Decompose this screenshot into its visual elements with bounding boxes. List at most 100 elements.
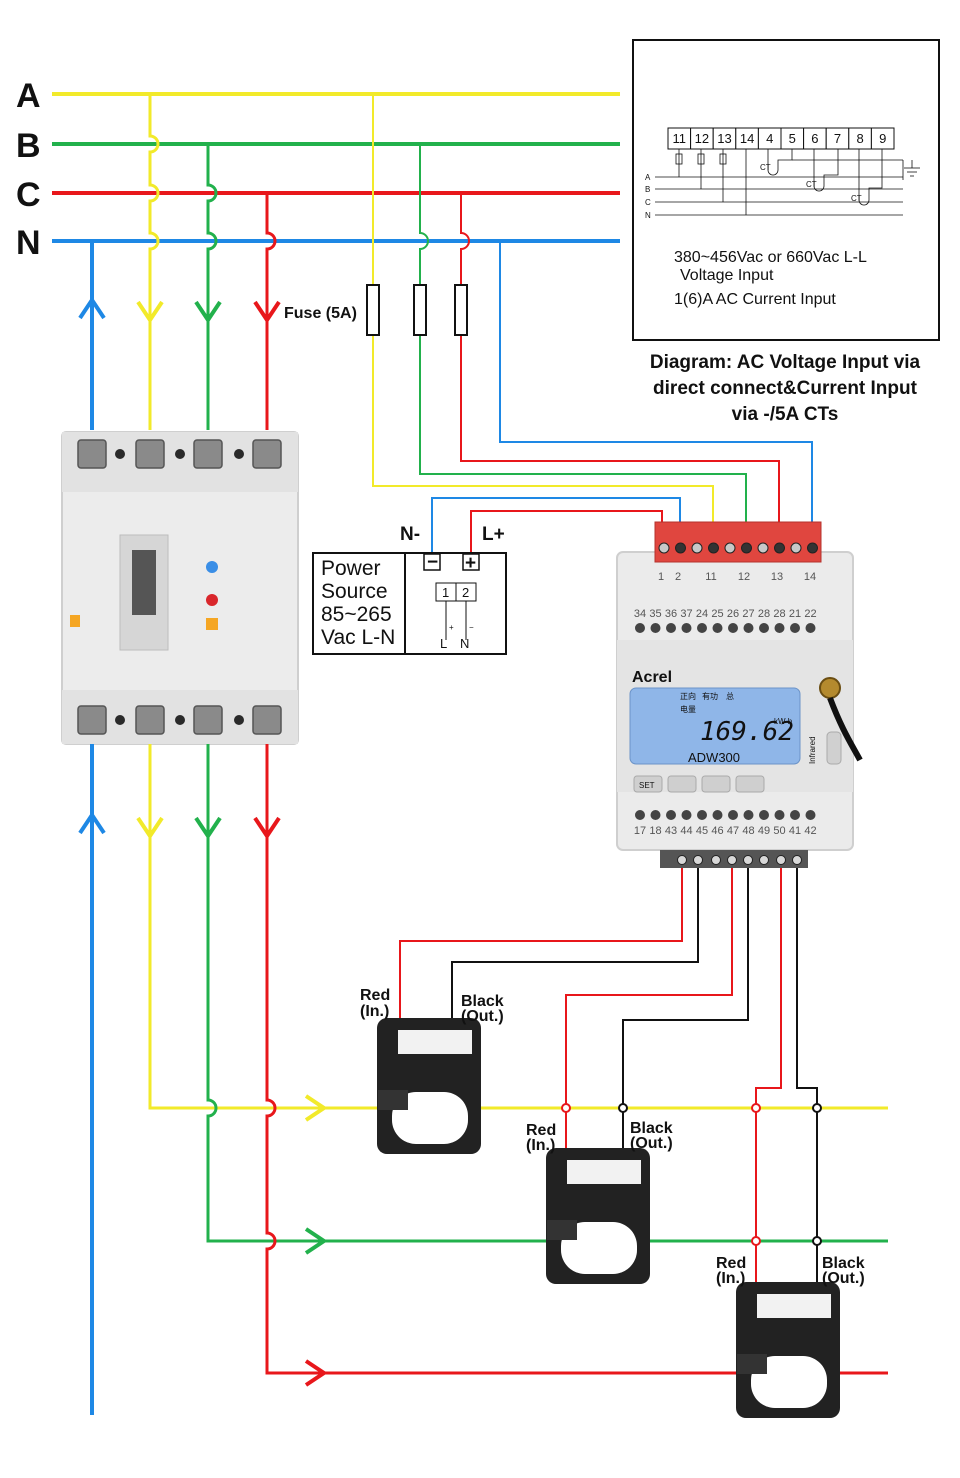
bus-label-b: B <box>16 127 41 165</box>
meter-top-row-screw <box>697 623 707 633</box>
meter-bottom-row-number: 18 <box>649 825 661 837</box>
wb-terminal-label: 4 <box>766 131 773 146</box>
ps-term-1: 1 <box>442 585 449 600</box>
meter-bottom-row-screw <box>666 810 676 820</box>
arrow-down-a-bottom <box>136 816 164 840</box>
ps-plus-small: + <box>449 623 454 632</box>
ct1-black-wire <box>451 868 699 1020</box>
meter-bottom-row-screw <box>728 810 738 820</box>
meter-bottom-row-number: 44 <box>680 825 692 837</box>
meter-bottom-row-number: 48 <box>742 825 754 837</box>
arrow-up-n-bottom <box>78 811 106 835</box>
meter-bottom-row-number: 41 <box>789 825 801 837</box>
ct2-red-label: Red <box>526 1122 556 1139</box>
meter-bottom-row-screw <box>635 810 645 820</box>
meter-top-row-screw <box>650 623 661 633</box>
meter-top-row-number: 36 <box>665 608 677 620</box>
meter-top-row-screw <box>681 623 692 633</box>
ps-n-label: N- <box>400 524 420 545</box>
load-a <box>148 744 888 1110</box>
meter-top-screw <box>790 542 802 554</box>
ps-minus: − <box>427 552 438 573</box>
circuit-breaker <box>61 431 299 745</box>
meter-top-row-screw <box>805 623 816 633</box>
load-c <box>265 744 888 1375</box>
wb-terminal-box <box>870 127 895 150</box>
arrow-right-a <box>304 1094 328 1122</box>
meter-top-row-number: 28 <box>758 608 770 620</box>
meter-top-row-number: 27 <box>742 608 754 620</box>
meter-reading: 169.62 <box>700 717 794 747</box>
ct1-red-label: Red <box>360 987 390 1004</box>
meter-ct-terminal <box>759 855 769 865</box>
ct2-in-label: (In.) <box>526 1137 555 1154</box>
meter-top-screw <box>691 542 703 554</box>
load-b <box>206 744 888 1243</box>
wb-ct-tag-1: CT <box>760 163 771 172</box>
ct-3 <box>736 1282 840 1418</box>
ct2-black-wire <box>622 868 749 1150</box>
meter-top-block-label: 14 <box>804 571 816 583</box>
wb-voltage-text-1: 380~456Vac or 660Vac L-L <box>674 249 867 266</box>
meter-ct-terminal <box>693 855 703 865</box>
meter-top-screw <box>724 542 736 554</box>
wb-terminal-label: 9 <box>879 131 886 146</box>
arrow-down-c-top <box>253 300 281 324</box>
arrow-down-c-bottom <box>253 816 281 840</box>
arrow-down-b-top <box>194 300 222 324</box>
meter-top-block-label: 13 <box>771 571 783 583</box>
arrow-down-a-top <box>136 300 164 324</box>
lcd-header-3: 总 <box>726 691 734 701</box>
tap-n <box>499 241 813 522</box>
ct3-out-label: (Out.) <box>822 1270 865 1287</box>
arrow-right-b <box>304 1227 328 1255</box>
meter-top-screw <box>774 542 785 554</box>
wb-terminal-label: 11 <box>673 131 687 146</box>
caption-line-2: direct connect&Current Input <box>653 378 918 399</box>
meter-ct-terminal <box>776 855 786 865</box>
ct-2 <box>546 1148 650 1284</box>
ps-l-small: L <box>440 636 447 651</box>
lcd-header-1: 正向 <box>680 691 696 701</box>
meter-top-screw <box>807 542 818 554</box>
ps-title-2: Source <box>321 580 388 603</box>
ps-plus: + <box>465 553 476 574</box>
meter-top-block-label: 2 <box>675 571 681 583</box>
fuse-b <box>413 284 427 336</box>
meter-top-screw <box>658 542 670 554</box>
ct2-black-label: Black <box>630 1120 673 1137</box>
meter-top-row-screw <box>666 623 676 633</box>
wb-ct-tag-2: CT <box>806 180 817 189</box>
meter-top-screw <box>757 542 769 554</box>
lcd-sub: 电量 <box>680 704 696 714</box>
meter-top-row-number: 28 <box>773 608 785 620</box>
meter-bottom-row-number: 45 <box>696 825 708 837</box>
wb-terminal-label: 5 <box>789 131 796 146</box>
arrow-right-c <box>304 1359 328 1387</box>
meter-bottom-row-screw <box>697 810 707 820</box>
feeder-c <box>265 193 277 430</box>
wb-terminal-label: 6 <box>811 131 818 146</box>
ps-n-small: N <box>460 636 469 651</box>
ct3-black-wire <box>796 868 818 1285</box>
meter-bottom-row-screw <box>743 810 754 820</box>
wb-terminal-label: 12 <box>695 131 709 146</box>
ct3-red-label: Red <box>716 1255 746 1272</box>
meter-bottom-row-number: 50 <box>773 825 785 837</box>
feeder-b <box>206 144 218 430</box>
meter-unit: kW h <box>774 717 792 726</box>
meter-top-screw <box>708 542 719 554</box>
fuse-a <box>366 284 380 336</box>
meter-top-row-screw <box>635 623 645 633</box>
wb-voltage-text-2: Voltage Input <box>680 267 774 284</box>
set-button[interactable]: SET <box>639 781 655 790</box>
lcd-header-2: 有功 <box>702 691 718 701</box>
meter-bottom-row-screw <box>759 810 769 820</box>
ps-minus-small: − <box>469 623 474 632</box>
meter-ct-terminal <box>677 855 687 865</box>
meter-model: ADW300 <box>688 750 740 765</box>
wb-letter-c: C <box>645 198 651 207</box>
meter-top-row-number: 25 <box>711 608 723 620</box>
meter-bottom-row-screw <box>774 810 785 820</box>
meter-bottom-row-number: 42 <box>804 825 816 837</box>
